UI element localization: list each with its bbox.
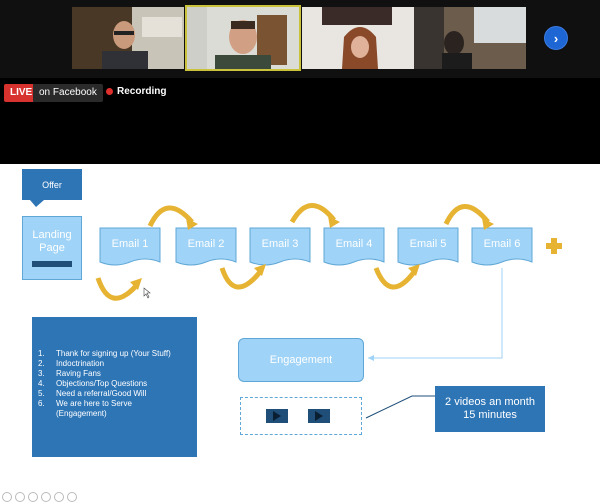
participant-video-icon [414,7,526,69]
engagement-box: Engagement [238,338,364,382]
shared-slide: Offer Landing Page [0,164,600,502]
recording-indicator[interactable]: Recording [106,86,166,97]
list-item: 1.Thank for signing up (Your Stuff) [38,349,171,358]
info-line-1: 2 videos an month [445,396,535,408]
participant-video-icon [187,7,299,69]
arrow-curve-3 [219,267,262,290]
list-item: 6.We are here to Serve [38,399,132,408]
email-shape-4 [323,227,385,266]
participant-video-icon [72,7,184,69]
recording-label: Recording [117,86,167,97]
email-shape-3 [249,227,311,266]
participant-tile-3[interactable] [302,7,414,69]
next-participants-button[interactable]: › [544,26,568,50]
email-shape-5 [397,227,459,266]
participant-tile-4[interactable] [414,7,526,69]
video-thumbnail [308,409,330,423]
connector-arrowhead [368,355,374,361]
control-icon[interactable] [54,492,64,502]
list-item: 4.Objections/Top Questions [38,379,148,388]
email-shape-1 [99,227,161,266]
arrow-curve-1 [95,277,138,301]
landing-page-box: Landing Page [22,216,82,280]
email-6-label: Email 6 [483,238,521,250]
play-icon [273,411,281,421]
arrow-heads [130,216,494,290]
email-5-label: Email 5 [409,238,447,250]
cursor-icon [143,287,151,299]
list-item: (Engagement) [56,409,107,418]
flow-arrows [95,203,490,301]
participant-video-icon [302,7,414,69]
live-platform-label[interactable]: on Facebook [33,84,103,102]
record-dot-icon [106,88,113,95]
video-schedule-box: 2 videos an month 15 minutes [435,386,545,432]
play-icon [315,411,323,421]
email-sequence-list: 1.Thank for signing up (Your Stuff) 2.In… [32,317,197,457]
email-4-label: Email 4 [335,238,373,250]
control-icon[interactable] [28,492,38,502]
arrow-curve-6 [443,204,490,226]
landing-page-label: Landing Page [32,229,72,254]
slide-controls[interactable] [2,492,77,502]
participant-tile-2[interactable] [185,5,301,71]
control-icon[interactable] [41,492,51,502]
live-badge[interactable]: LIVE [4,84,39,102]
arrow-curve-4 [289,203,336,224]
control-icon[interactable] [2,492,12,502]
plus-icon [546,238,562,254]
email-3-label: Email 3 [261,238,299,250]
info-line-2: 15 minutes [463,409,517,421]
info-connector [365,395,435,419]
video-thumbnail [266,409,288,423]
engagement-connector [368,268,503,359]
list-item: 3.Raving Fans [38,369,101,378]
offer-label: Offer [42,179,62,190]
arrow-curve-2 [147,205,194,228]
email-2-label: Email 2 [187,238,225,250]
offer-callout-shape [22,169,82,207]
videos-frame [240,397,362,435]
email-shape-2 [175,227,237,266]
participant-strip: › [0,0,600,78]
control-icon[interactable] [15,492,25,502]
participant-tile-1[interactable] [72,7,184,69]
control-icon[interactable] [67,492,77,502]
list-item: 2.Indoctrination [38,359,105,368]
list-item: 5.Need a referral/Good Will [38,389,147,398]
email-flow-diagram [95,203,533,419]
chevron-right-icon: › [553,30,559,46]
landing-page-bar [32,261,72,267]
email-shape-6 [471,227,533,266]
arrow-curve-5 [373,267,416,290]
email-1-label: Email 1 [111,238,149,250]
